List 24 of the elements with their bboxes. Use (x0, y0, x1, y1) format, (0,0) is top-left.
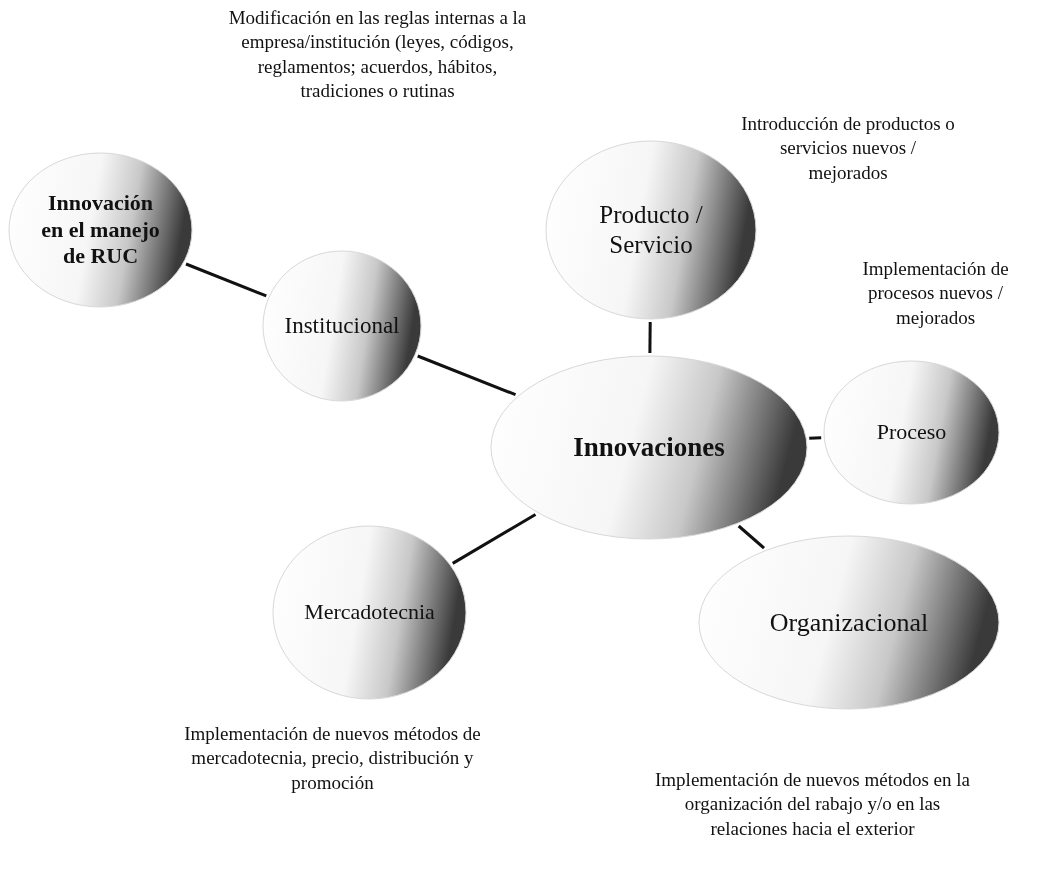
node-label: Proceso (876, 419, 947, 446)
node-label: Producto / Servicio (598, 200, 704, 260)
ellipse-node (823, 360, 1000, 505)
ellipse-node (272, 525, 467, 700)
node-label: Organizacional (769, 606, 929, 639)
description-text: Implementación de nuevos métodos en la organización del rabajo y/o en las relaciones hacia el exterior (654, 768, 971, 841)
ellipse-node (698, 535, 1000, 710)
connector-line (648, 322, 652, 353)
connector-line (417, 354, 517, 397)
connector-line (809, 436, 822, 440)
connector-line (737, 524, 765, 550)
connector-line (185, 262, 267, 298)
description-text: Implementación de nuevos métodos de mercadotecnia, precio, distribución y promoción (183, 722, 482, 795)
ellipse-node (490, 355, 808, 540)
description-text: Introducción de productos o servicios nuevos / mejorados (740, 112, 956, 185)
node-label: Innovaciones (573, 431, 725, 464)
description-text: Modificación en las reglas internas a la empresa/institución (leyes, códigos, reglamentos; acuerdos, hábitos, tradiciones o rutinas (227, 6, 528, 103)
description-text: Implementación de procesos nuevos / mejorados (861, 257, 1010, 330)
node-label: Innovación en el manejo de RUC (40, 190, 161, 270)
ellipse-node (8, 152, 193, 308)
ellipse-node (262, 250, 422, 402)
ellipse-node (545, 140, 757, 320)
node-label: Mercadotecnia (304, 599, 435, 626)
connector-line (451, 513, 537, 565)
